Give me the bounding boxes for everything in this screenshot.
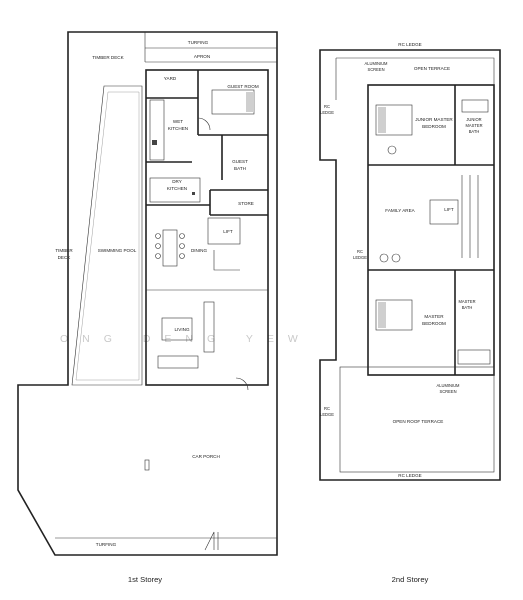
label-apron: APRON (194, 54, 210, 59)
label-wet-kitchen: KITCHEN (168, 126, 188, 131)
caption-1st-storey: 1st Storey (128, 575, 162, 584)
label-timber-deck-top: TIMBER DECK (92, 55, 124, 60)
dining-chair (179, 243, 185, 249)
label-living: LIVING (174, 327, 189, 332)
sofa (157, 355, 199, 369)
master-bed (375, 299, 413, 331)
dining-chair (179, 233, 185, 239)
label-rc-ledge-top: RC LEDGE (398, 42, 422, 47)
label-rc-ledge-left: LEDGE (320, 110, 334, 115)
first-storey-plan: TURFING APRON TIMBER DECK YARD GUEST ROO… (17, 31, 278, 584)
label-junior-master-bath: JUNIOR (466, 117, 481, 122)
label-turfing-top: TURFING (188, 40, 209, 45)
label-open-terrace: OPEN TERRACE (414, 66, 450, 71)
porch-column (144, 459, 150, 471)
door-swing (235, 377, 249, 391)
dining-chair (155, 253, 161, 259)
label-master-bath: BATH (462, 305, 473, 310)
label-car-porch: CAR PORCH (192, 454, 220, 459)
pool-inner-edge (75, 91, 140, 381)
label-master-bath: MASTER (458, 299, 475, 304)
label-junior-master-bedroom: BEDROOM (422, 124, 446, 129)
house-outline-2f (367, 84, 495, 376)
label-dining: DINING (191, 248, 208, 253)
lift-shaft-2f (429, 199, 459, 225)
label-guest-room: GUEST ROOM (227, 84, 258, 89)
label-timber-deck-side: TIMBER (55, 248, 73, 253)
label-lift-1f: LIFT (223, 229, 233, 234)
lounge-chair (379, 253, 389, 263)
house-outline (145, 69, 269, 386)
swimming-pool-outline (71, 85, 143, 386)
coffee-table (161, 317, 193, 341)
lounge-chair (387, 145, 397, 155)
label-dry-kitchen: KITCHEN (167, 186, 187, 191)
hob (192, 192, 195, 195)
site-boundary (17, 31, 278, 556)
dining-chair (155, 233, 161, 239)
label-rc-ledge-mid: LEDGE (353, 255, 367, 260)
label-junior-master-bath: MASTER (465, 123, 482, 128)
label-wet-kitchen: WET (173, 119, 183, 124)
dining-chair (179, 253, 185, 259)
label-junior-master-bath: BATH (469, 129, 480, 134)
label-aluminium-screen-bottom: SCREEN (439, 389, 456, 394)
label-rc-ledge-mid: RC (357, 249, 363, 254)
staircase-2f (461, 175, 479, 258)
second-storey-plan: RC LEDGE ALUMINIUM SCREEN OPEN TERRACE R… (319, 42, 501, 584)
label-guest-bath: BATH (234, 166, 246, 171)
lift-shaft (207, 217, 241, 245)
gate (204, 531, 219, 551)
door-swing (197, 117, 211, 131)
junior-bed-pillow (378, 107, 386, 133)
label-master-bedroom: BEDROOM (422, 321, 446, 326)
guest-bed-pillow (246, 92, 254, 112)
junior-bath-tub (461, 99, 489, 113)
label-guest-bath: GUEST (232, 159, 248, 164)
label-junior-master-bedroom: JUNIOR MASTER (415, 117, 453, 122)
label-family-area: FAMILY AREA (385, 208, 415, 213)
label-store: STORE (238, 201, 254, 206)
label-rc-ledge-low: RC (324, 406, 330, 411)
label-aluminium-screen-top: ALUMINIUM (365, 61, 389, 66)
label-rc-ledge-left: RC (324, 104, 330, 109)
dining-chair (155, 243, 161, 249)
label-aluminium-screen-bottom: ALUMINIUM (437, 383, 461, 388)
outer-ledge (319, 49, 501, 481)
label-swimming-pool: SWIMMING POOL (98, 248, 137, 253)
label-dry-kitchen: DRY (172, 179, 182, 184)
roof-terrace-outline (339, 366, 495, 473)
label-turfing-bottom: TURFING (96, 542, 117, 547)
lounge-chair (391, 253, 401, 263)
label-lift-2f: LIFT (444, 207, 454, 212)
dry-kitchen-counter (149, 177, 201, 203)
label-rc-ledge-low: LEDGE (320, 412, 334, 417)
label-open-roof-terrace: OPEN ROOF TERRACE (393, 419, 444, 424)
sink (152, 140, 157, 145)
tv-console (203, 301, 215, 353)
label-rc-ledge-bottom: RC LEDGE (398, 473, 422, 478)
label-master-bedroom: MASTER (424, 314, 444, 319)
label-aluminium-screen-top: SCREEN (367, 67, 384, 72)
dining-table (162, 229, 178, 267)
label-timber-deck-side: DECK (58, 255, 72, 260)
staircase-1f (213, 250, 240, 271)
caption-2nd-storey: 2nd Storey (392, 575, 429, 584)
label-yard: YARD (164, 76, 177, 81)
kitchen-counter (149, 99, 165, 161)
master-bed-pillow (378, 302, 386, 328)
watermark-text: ONG DENG YEW (60, 333, 312, 345)
junior-bed (375, 104, 413, 136)
master-bath-tub (457, 349, 491, 365)
